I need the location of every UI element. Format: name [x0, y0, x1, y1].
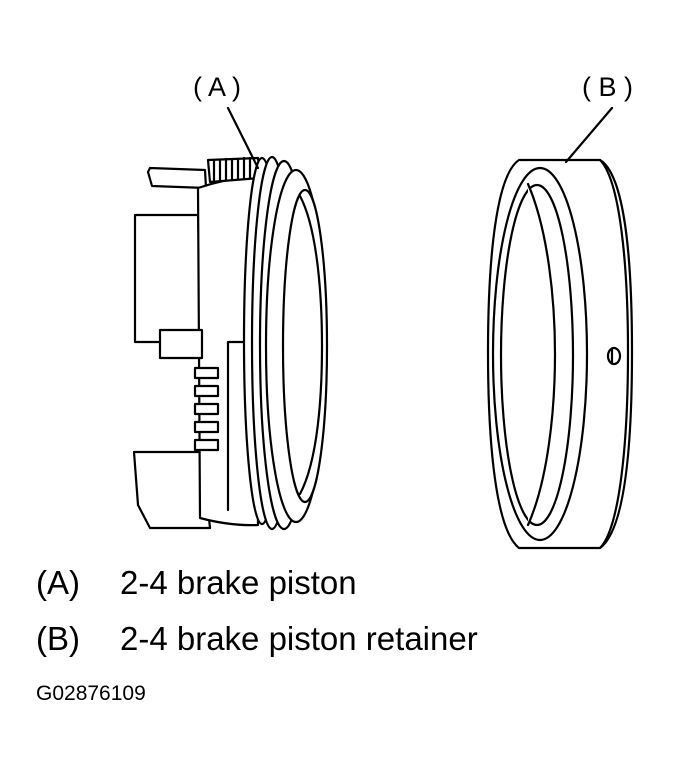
legend-row-a: (A) 2-4 brake piston: [36, 566, 357, 599]
piston-retainer-illustration: [486, 158, 634, 550]
callout-label-b: ( B ): [582, 72, 633, 102]
parts-diagram: [132, 106, 634, 550]
legend-text-a: 2-4 brake piston: [120, 564, 357, 601]
leader-line-a: [226, 106, 260, 170]
legend-text-b: 2-4 brake piston retainer: [120, 620, 478, 657]
legend-row-b: (B) 2-4 brake piston retainer: [36, 622, 478, 655]
legend-key-b: (B): [36, 620, 80, 657]
figure-code: G02876109: [36, 682, 146, 705]
leader-line-b: [564, 106, 614, 164]
legend-key-a: (A): [36, 564, 80, 601]
callout-label-a: ( A ): [193, 72, 242, 102]
brake-piston-illustration: [132, 155, 329, 531]
